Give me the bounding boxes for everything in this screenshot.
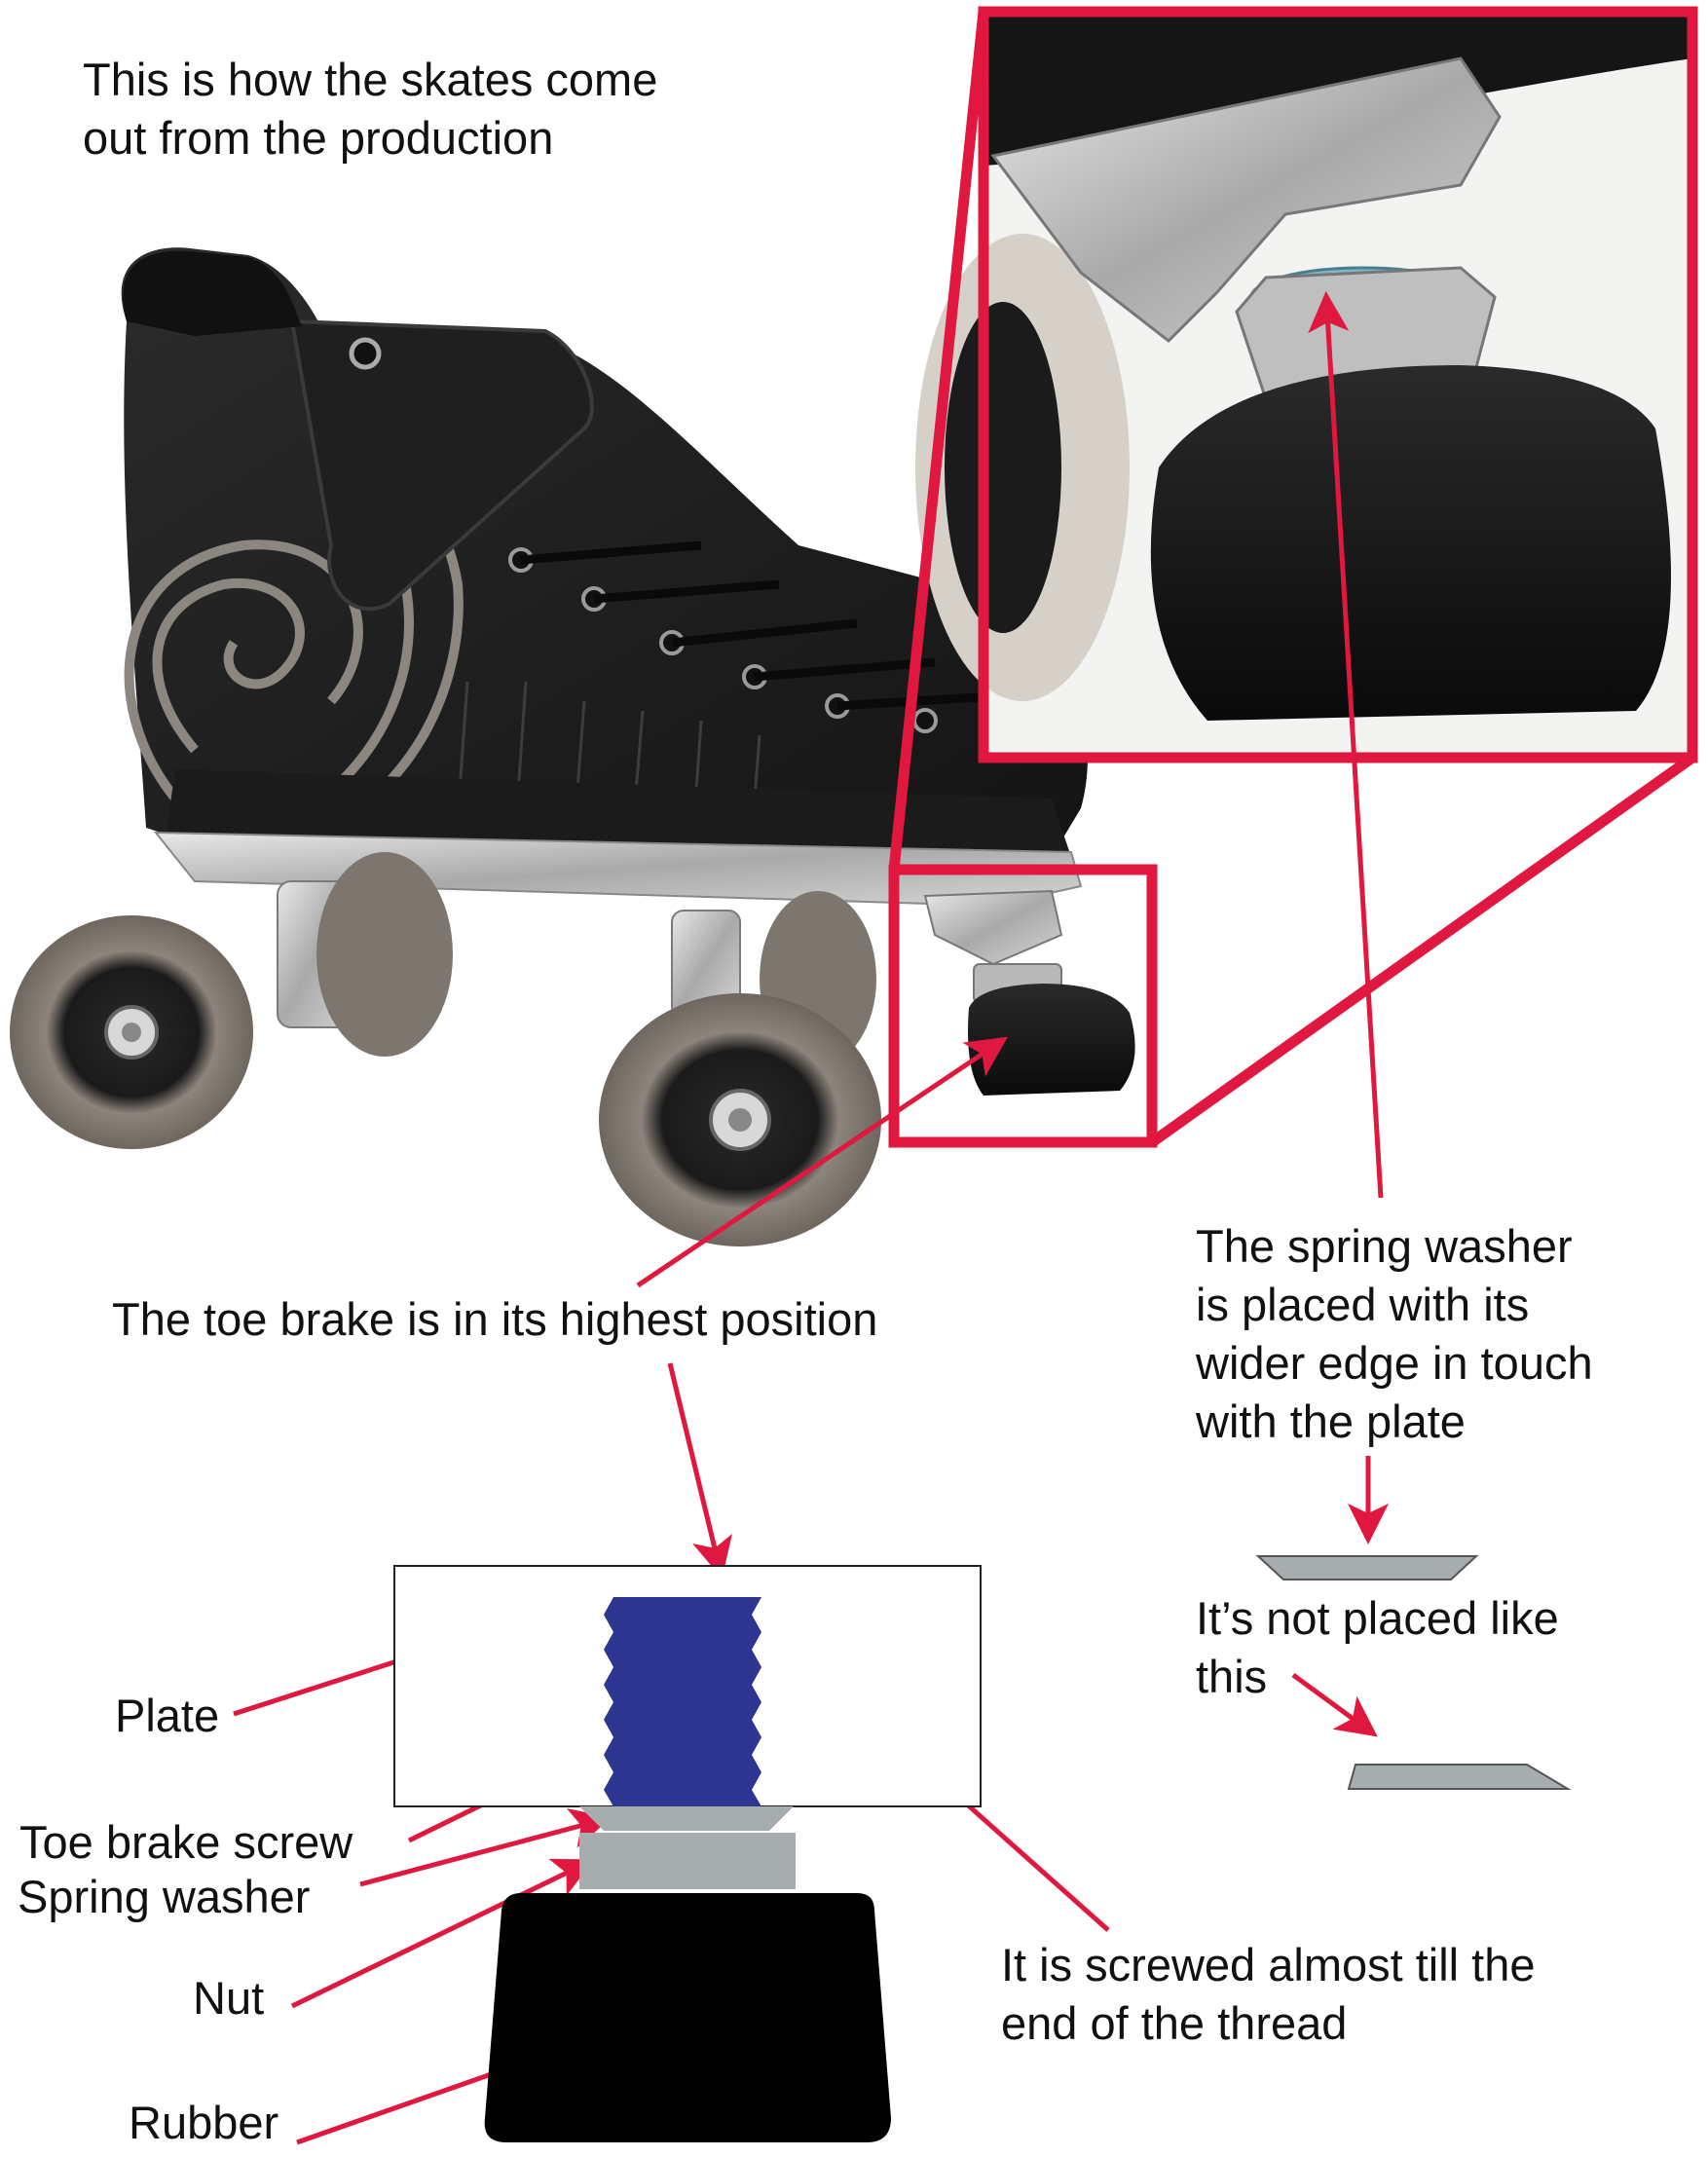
screwed-caption-line2: end of the thread [1001,1997,1348,2049]
arrow-to-plate-top [667,1362,732,1579]
cross-section [393,1565,982,2142]
toe-stop-small [923,889,1135,1096]
spring-washer-caption-line1: The spring washer [1196,1220,1573,1272]
arrow-spring-washer [359,1807,612,1887]
wheel-rear-far [316,852,453,1057]
zoom-frame [888,6,1698,1148]
toe-brake-screw-label: Toe brake screw [19,1816,353,1868]
zoom-inset [915,12,1692,758]
nut-shape [579,1833,796,1889]
spring-washer-caption-line2: is placed with its [1196,1279,1530,1330]
wheel-rear-near [10,915,253,1149]
washer-incorrect [1347,1764,1572,1790]
velcro-strap [289,318,594,612]
arrow-toe-brake-photo [636,1036,1008,1288]
intro-caption-line1: This is how the skates come [83,54,658,105]
washer-correct [1255,1555,1479,1581]
not-placed-caption-line1: It’s not placed like [1196,1592,1559,1644]
spring-washer-label: Spring washer [18,1871,311,1922]
toe-brake-caption: The toe brake is in its highest position [112,1293,878,1345]
arrow-nut [290,1858,595,2009]
skate-photo [10,247,1135,1246]
spring-washer-caption-line4: with the plate [1196,1395,1466,1447]
wheel-front-near [599,993,881,1246]
spring-washer-shape [579,1806,794,1831]
screwed-caption-line1: It is screwed almost till the [1001,1939,1536,1990]
rubber-shape [484,1893,891,2142]
arrow-not-placed [1291,1672,1378,1737]
plate-label: Plate [115,1690,220,1741]
spring-washer-caption-line3: wider edge in touch [1196,1337,1593,1389]
nut-label: Nut [193,1972,265,2024]
washer-orientation [1255,1555,1572,1790]
intro-caption-line2: out from the production [83,112,554,164]
toe-brake-screw [604,1597,761,1806]
arrow-spring-washer-zoom [1308,291,1384,1199]
not-placed-caption-line2: this [1196,1651,1268,1702]
rubber-label: Rubber [129,2097,279,2148]
